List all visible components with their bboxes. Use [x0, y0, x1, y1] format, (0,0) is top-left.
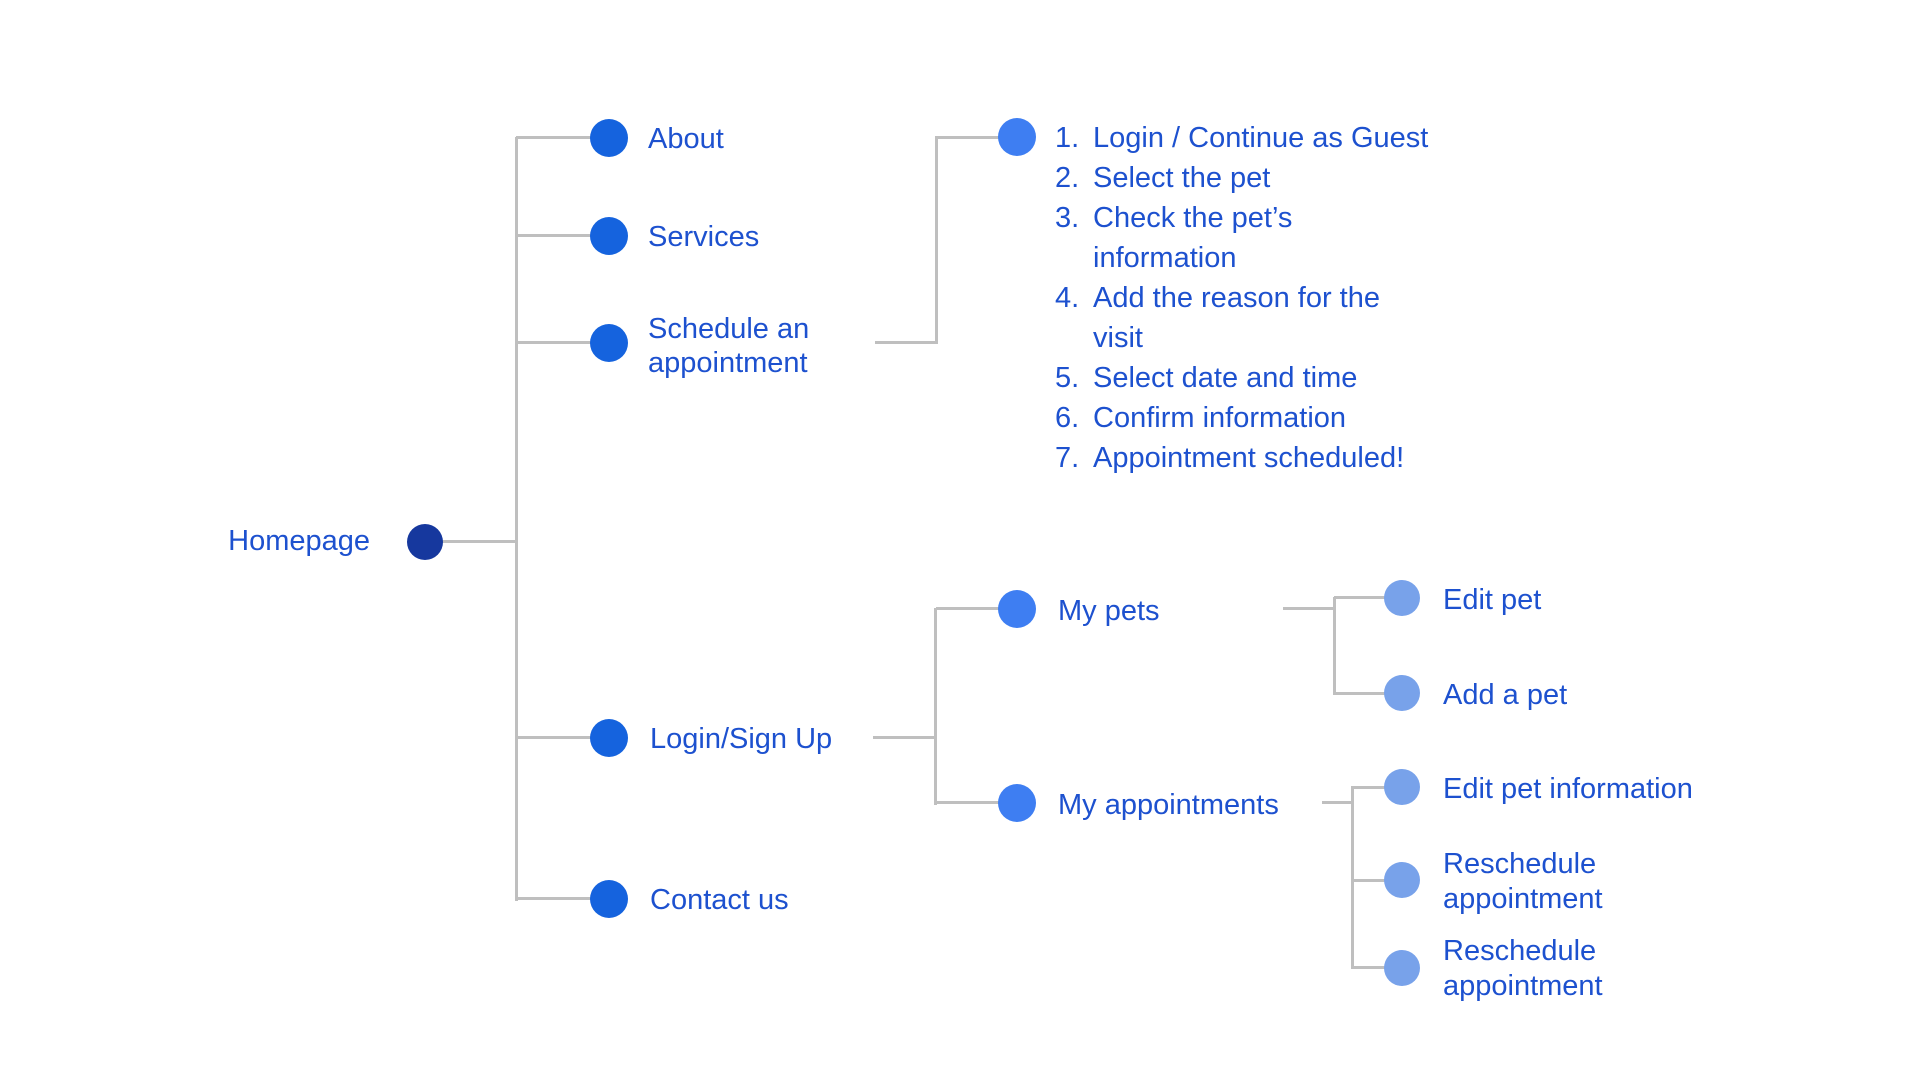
- reschedule-1-label: Reschedule appointment: [1443, 848, 1603, 915]
- connector-services: [516, 234, 608, 237]
- homepage-label: Homepage: [228, 525, 370, 557]
- connector-my-appointments-elbow: [1351, 786, 1354, 969]
- add-a-pet-label: Add a pet: [1443, 679, 1568, 711]
- login-node: [590, 719, 628, 757]
- edit-pet-node: [1384, 580, 1420, 616]
- connector-about: [516, 136, 608, 139]
- connector-reschedule-1: [1352, 879, 1402, 882]
- connector-login-out: [873, 736, 937, 739]
- connector-add-a-pet: [1334, 692, 1402, 695]
- schedule-label-line-1: Schedule an: [648, 313, 810, 345]
- schedule-steps-node: [998, 118, 1036, 156]
- my-appointments-node: [998, 784, 1036, 822]
- edit-pet-label: Edit pet: [1443, 584, 1542, 616]
- services-label: Services: [648, 221, 760, 253]
- schedule-step-7: 7. Appointment scheduled!: [1055, 442, 1405, 474]
- connector-schedule-out: [875, 341, 938, 344]
- services-node: [590, 217, 628, 255]
- connector-my-pets: [936, 607, 1017, 610]
- connector-trunk: [515, 137, 518, 901]
- schedule-step-4: 4. Add the reason for the visit: [1055, 282, 1380, 354]
- add-a-pet-node: [1384, 675, 1420, 711]
- schedule-step-6: 6. Confirm information: [1055, 402, 1347, 434]
- connector-schedule: [516, 341, 608, 344]
- edit-pet-information-label: Edit pet information: [1443, 773, 1693, 805]
- connector-my-appointments: [936, 801, 1017, 804]
- about-node: [590, 119, 628, 157]
- connector-reschedule-2: [1352, 966, 1402, 969]
- schedule-label-line-2: appointment: [648, 347, 808, 379]
- reschedule-2-node: [1384, 950, 1420, 986]
- contact-node: [590, 880, 628, 918]
- connector-my-pets-out: [1283, 607, 1336, 610]
- homepage-node: [407, 524, 443, 560]
- schedule-step-5: 5. Select date and time: [1055, 362, 1358, 394]
- connector-schedule-elbow: [935, 136, 938, 344]
- connector-edit-pet-information: [1352, 786, 1402, 789]
- login-label: Login/Sign Up: [650, 723, 833, 755]
- schedule-step-3: 3. Check the pet’s information: [1055, 202, 1293, 274]
- connector-my-appointments-out: [1322, 801, 1354, 804]
- schedule-steps-list: 1. Login / Continue as Guest 2. Select t…: [1055, 118, 1428, 478]
- connector-my-pets-elbow: [1333, 597, 1336, 695]
- connector-homepage: [423, 540, 517, 543]
- schedule-node: [590, 324, 628, 362]
- connector-login-elbow: [934, 608, 937, 805]
- about-label: About: [648, 123, 724, 155]
- connector-edit-pet: [1334, 596, 1402, 599]
- contact-label: Contact us: [650, 884, 789, 916]
- schedule-label: Schedule an appointment: [648, 312, 809, 380]
- edit-pet-information-node: [1384, 769, 1420, 805]
- my-pets-label: My pets: [1058, 595, 1160, 627]
- reschedule-2-label: Reschedule appointment: [1443, 935, 1603, 1002]
- connector-contact: [516, 897, 609, 900]
- schedule-step-2: 2. Select the pet: [1055, 162, 1271, 194]
- my-appointments-label: My appointments: [1058, 789, 1279, 821]
- connector-login: [516, 736, 608, 739]
- reschedule-1-node: [1384, 862, 1420, 898]
- connector-schedule-steps: [936, 136, 1017, 139]
- my-pets-node: [998, 590, 1036, 628]
- schedule-step-1: 1. Login / Continue as Guest: [1055, 122, 1429, 154]
